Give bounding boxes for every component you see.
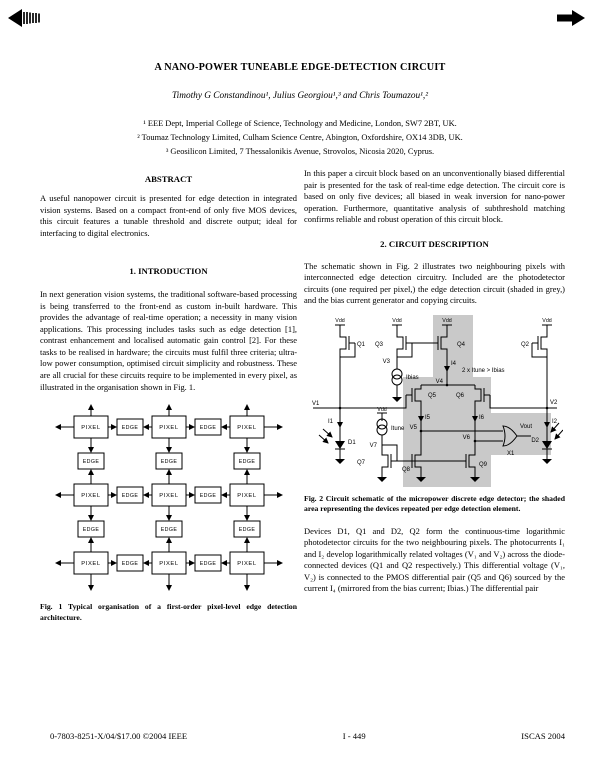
fig2-label-itune: Itune [391,426,405,432]
fig2-labels: Vdd Vdd Vdd Vdd Vdd Q1 Q3 Q4 Q2 V3 Ibias… [312,318,558,473]
fig2-label-q8: Q8 [401,467,410,473]
fig2-label-v5: V5 [409,425,417,431]
fig2-label-vdd: Vdd [542,318,551,324]
edge-box-label: EDGE [161,527,178,533]
affiliations: ¹ EEE Dept, Imperial College of Science,… [0,117,600,158]
abstract-body: A useful nanopower circuit is presented … [40,193,297,238]
circuit-description-paragraph: The schematic shown in Fig. 2 illustrate… [304,260,565,306]
next-page-icon[interactable] [557,9,587,27]
figure-1: PIXEL PIXEL PIXEL PIXEL PIXEL PIXEL PIXE… [40,399,297,623]
pixel-box-label: PIXEL [81,425,101,431]
fig2-shaded-region [402,314,551,487]
pixel-box-label: PIXEL [237,493,257,499]
fig2-label-vdd: Vdd [392,318,401,324]
pixel-box-label: PIXEL [237,561,257,567]
fig2-label-v3: V3 [382,359,390,365]
conference-name: ISCAS 2004 [521,731,565,741]
fig2-wiring [312,324,563,483]
abstract-heading: ABSTRACT [144,174,193,184]
affiliation-1: ¹ EEE Dept, Imperial College of Science,… [143,119,457,128]
page-footer: 0-7803-8251-X/04/$17.00 ©2004 IEEE I - 4… [50,731,565,741]
fig2-label-vdd: Vdd [442,318,451,324]
edge-box-label: EDGE [122,425,139,431]
fig2-label-q7: Q7 [356,460,365,466]
pixel-box-label: PIXEL [81,493,101,499]
pixel-box-label: PIXEL [159,425,179,431]
fig2-label-v7: V7 [369,443,377,449]
fig2-label-i2: I2 [552,419,558,425]
paper-intro-paragraph: In this paper a circuit block based on a… [304,168,565,225]
edge-box-label: EDGE [200,493,217,499]
fig2-label-q6: Q6 [456,393,465,399]
affiliation-3: ³ Geosilicon Limited, 7 Thessalonikis Av… [165,146,435,156]
pixel-box-label: PIXEL [159,561,179,567]
fig2-label-ibias: Ibias [406,375,419,381]
fig2-label-vdd: Vdd [335,318,344,324]
fig2-label-i6: I6 [479,415,485,421]
copyright-notice: 0-7803-8251-X/04/$17.00 ©2004 IEEE [50,731,188,741]
edge-box-label: EDGE [200,425,217,431]
page-number: I - 449 [342,731,366,741]
devices-paragraph: Devices D1, Q1 and D2, Q2 form the conti… [304,525,565,594]
fig2-label-d2: D2 [531,438,539,444]
pixel-box-label: PIXEL [159,493,179,499]
paper-title: A NANO-POWER TUNEABLE EDGE-DETECTION CIR… [154,62,446,73]
fig2-label-q5: Q5 [428,393,437,399]
edge-box-label: EDGE [239,459,256,465]
right-column: In this paper a circuit block based on a… [304,168,565,595]
fig2-label-v6: V6 [462,435,470,441]
circuit-description-heading: 2. CIRCUIT DESCRIPTION [380,238,489,249]
edge-box-label: EDGE [122,561,139,567]
authors-line: Timothy G Constandinou¹, Julius Georgiou… [171,91,429,101]
edge-box-label: EDGE [83,527,100,533]
circuit-schematic: Vdd Vdd Vdd Vdd Vdd Q1 Q3 Q4 Q2 V3 Ibias… [312,314,563,487]
fig2-label-q1: Q1 [357,342,366,348]
figure-2: Vdd Vdd Vdd Vdd Vdd Q1 Q3 Q4 Q2 V3 Ibias… [304,313,565,515]
fig2-label-q3: Q3 [374,342,383,348]
pixel-box-label: PIXEL [81,561,101,567]
fig2-label-d1: D1 [348,440,356,446]
fig2-label-v4: V4 [435,379,443,385]
affiliation-2: ² Toumaz Technology Limited, Culham Scie… [137,132,463,142]
edge-box-label: EDGE [239,527,256,533]
fig1-pixel-boxes: PIXEL PIXEL PIXEL PIXEL PIXEL PIXEL PIXE… [73,415,265,575]
fig2-label-i5: I5 [425,415,431,421]
figure-1-caption: Fig. 1 Typical organisation of a first-o… [40,602,297,622]
prev-page-icon[interactable] [8,8,44,28]
fig2-label-i1: I1 [327,419,333,425]
fig2-label-vout: Vout [520,424,532,430]
edge-box-label: EDGE [83,459,100,465]
fig2-label-v2: V2 [550,400,558,406]
fig1-edge-boxes: EDGE EDGE EDGE EDGE EDGE EDGE EDGE EDGE … [77,418,261,572]
fig2-label-q4: Q4 [457,342,466,348]
fig2-label-q9: Q9 [479,462,488,468]
fig2-label-q2: Q2 [520,342,529,348]
left-column: ABSTRACT A useful nanopower circuit is p… [40,174,297,623]
fig2-label-v1: V1 [312,401,320,407]
fig1-arrows [55,404,283,592]
pixel-box-label: PIXEL [237,425,257,431]
introduction-heading: 1. INTRODUCTION [129,266,208,277]
fig2-label-vdd: Vdd [377,407,386,413]
edge-box-label: EDGE [122,493,139,499]
fig2-label-i4: I4 [451,361,457,367]
pixel-edge-grid-diagram: PIXEL PIXEL PIXEL PIXEL PIXEL PIXEL PIXE… [55,404,283,592]
fig2-label-note: 2 x Itune > Ibias [462,368,505,374]
edge-box-label: EDGE [200,561,217,567]
introduction-body: In next generation vision systems, the t… [40,289,297,392]
edge-box-label: EDGE [161,459,178,465]
fig2-label-x1: X1 [507,451,515,457]
figure-2-caption: Fig. 2 Circuit schematic of the micropow… [304,493,565,514]
